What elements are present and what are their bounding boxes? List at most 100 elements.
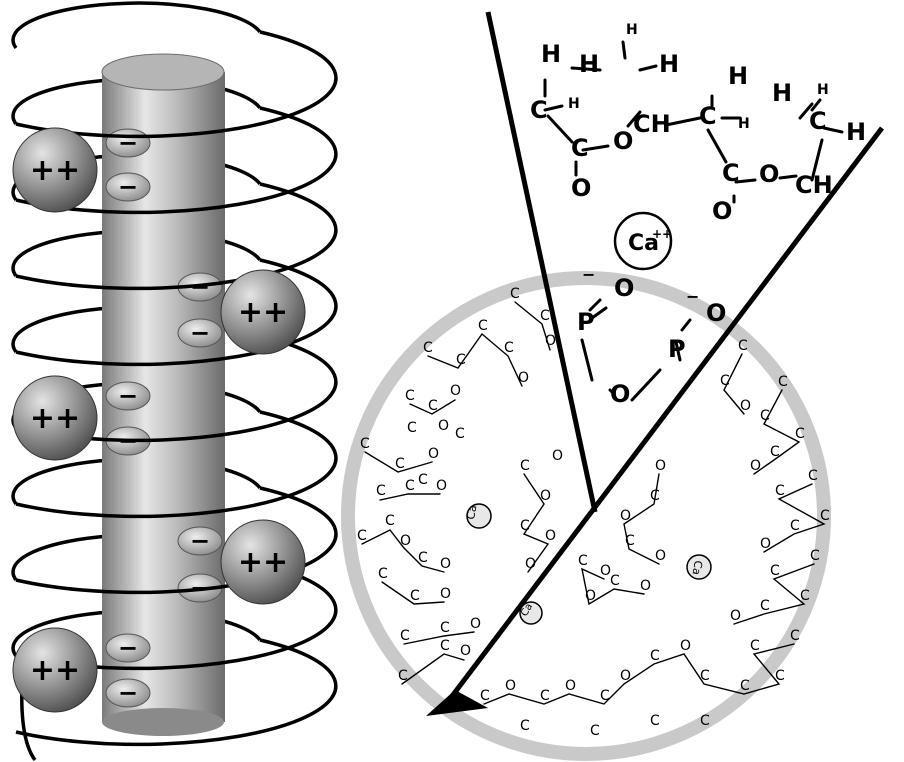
ring-chain-bond [379,493,441,501]
ring-chain-bond [361,529,445,573]
ring-atom-carbon: C [720,373,730,389]
atom-oxygen: O [614,274,634,302]
bond [638,64,658,72]
ring-chain-bond [753,389,801,475]
negative-charge-badge [105,172,151,202]
bond [674,340,682,362]
ring-atom-carbon: C [600,688,610,704]
ring-chain-bond [381,581,445,605]
ring-atom-carbon: C [385,513,395,529]
helix-turn-front [15,334,338,443]
ring-atom-carbon: C [376,483,386,499]
bond [608,388,614,394]
ring-atom-carbon: C [820,508,830,524]
ring-atom-oxygen: O [436,478,447,494]
ring-atom-oxygen: O [545,333,556,349]
bond [543,104,564,112]
atom-hydrogen: H [772,79,792,107]
ring-atom-carbon: C [405,478,415,494]
ring-atom-carbon: C [700,668,710,684]
helix-turn-front [15,410,338,519]
ring-atom-oxygen: O [460,643,471,659]
atom-ch: CH [795,171,833,199]
ring-atom-carbon: C [520,458,530,474]
ring-atom-oxygen: O [620,508,631,524]
ring-atom-carbon: C [360,436,370,452]
positive-charge-symbol: ++ [238,545,288,580]
ring-chain-bond [514,301,551,351]
atom-carbon: C [699,102,717,130]
bond [570,66,602,72]
bond [546,114,574,144]
atom-phosphorus: P [668,335,686,363]
positive-charge-symbol: ++ [238,295,288,330]
atom-oxygen: O [571,174,591,202]
bond [778,174,798,180]
negative-charge-symbol: − [190,527,210,555]
negative-charge-symbol: − [190,319,210,347]
negative-charge-symbol: − [118,634,138,662]
ring-atom-carbon: C [455,426,465,442]
atom-minus: − [582,265,595,284]
ring-atom-carbon: C [440,638,450,654]
atom-oxygen: O [610,380,630,408]
ring-atom-carbon: C [400,628,410,644]
ring-atom-carbon: C [750,638,760,654]
ring-atom-carbon: C [398,668,408,684]
helix-turn-back [11,1,262,50]
atom-oxygen: O [706,299,726,327]
ring-atom-carbon: C [810,548,820,564]
ring-chain-bond [623,473,660,565]
ring-atom-oxygen: O [440,586,451,602]
bond [580,338,594,382]
atom-hydrogen: H [846,118,866,146]
bond [810,138,824,182]
bond [590,306,608,320]
wedge-lines [426,11,884,716]
ring-atom-carbon: C [800,588,810,604]
bond [626,110,642,128]
ring-atom-oxygen: O [525,556,536,572]
ring-atom-carbon: C [407,420,417,436]
atom-carbon: C [809,107,827,135]
calcium-label-left: Ca [464,504,479,520]
ring-atom-carbon: C [650,648,660,664]
helix-turn-front [15,182,338,291]
bond [664,116,702,127]
atom-carbon: C [722,159,740,187]
negative-charge-symbol: − [118,129,138,157]
calcium-label-right: Ca [690,559,705,575]
helix-turn-front [15,106,338,215]
ring-atom-carbon: C [378,566,388,582]
ring-atom-carbon: C [760,408,770,424]
ring-atom-carbon: C [578,553,588,569]
ring-atom-oxygen: O [438,418,449,434]
ring-atom-oxygen: O [518,370,529,386]
ring-atom-carbon: C [738,338,748,354]
calcium-ion-small-right: Ca [686,554,712,580]
bond [588,298,602,312]
ring-atom-oxygen: O [655,548,666,564]
atom-hydrogen: H [728,62,748,90]
ring-atom-carbon: C [418,472,428,488]
negative-charge-badge [105,678,151,708]
negative-charge-symbol: − [118,173,138,201]
atom-hydrogen: H [626,22,638,38]
calcium-sphere [12,627,98,713]
ring-atom-oxygen: O [545,528,556,544]
helix-turn-front [15,638,338,747]
atom-oxygen: O [712,197,732,225]
ring-atom-carbon: C [423,340,433,356]
atom-phosphorus: P [577,308,595,336]
ring-chain-bond [401,653,465,685]
ring-atom-carbon: C [504,340,514,356]
positive-charge-symbol: ++ [30,653,80,688]
atom-hydrogen: H [541,40,561,68]
ring-chain-bond [403,631,475,645]
negative-charge-badge [105,633,151,663]
ring-chain-bond [409,399,456,415]
calcium-ion-small-bottom: Ca [519,601,543,625]
calcium-sphere [220,269,306,355]
